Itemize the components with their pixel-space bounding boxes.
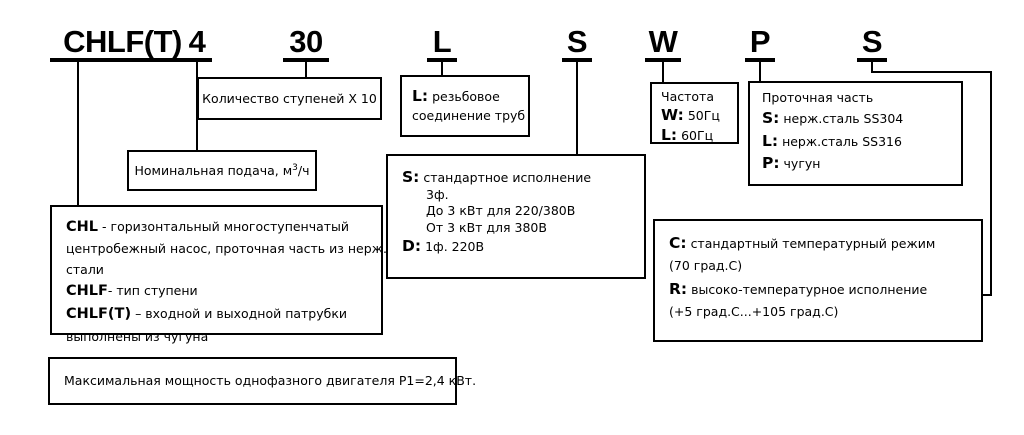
connector-model: [77, 62, 79, 206]
box-flow-text: Номинальная подача, м3/ч: [135, 162, 310, 179]
code-part-stages-label: 30: [289, 24, 323, 59]
box-model-line1: CHL - горизонтальный многоступенчатый: [66, 216, 367, 239]
box-phase-key2: D:: [402, 236, 422, 255]
box-connection-text1: резьбовое: [432, 89, 500, 104]
box-flow-text-post: /ч: [297, 162, 310, 178]
box-phase-line5: D: 1ф. 220В: [402, 236, 630, 256]
code-part-model: CHLF(T): [50, 26, 195, 62]
box-model-line3: стали: [66, 261, 104, 277]
box-model-line5: CHLF(T) – входной и выходной патрубки: [66, 303, 367, 326]
code-part-connection-label: L: [432, 24, 452, 59]
code-part-material: S: [857, 26, 887, 62]
box-model-key1: CHL: [66, 219, 99, 235]
connector-phase: [576, 62, 578, 155]
box-wetend-line3: P: чугун: [762, 152, 949, 174]
box-temperature-line4: (+5 град.С...+105 град.С): [669, 303, 839, 319]
box-model-line6: выполнены из чугуна: [66, 328, 209, 344]
box-wetend-title: Проточная часть: [762, 90, 874, 105]
box-model-text3: – входной и выходной патрубки: [135, 306, 348, 322]
connector-stages: [305, 62, 307, 78]
box-maxpower: Максимальная мощность однофазного двигат…: [48, 357, 476, 405]
code-part-phase-label: S: [566, 24, 588, 59]
box-wetend-text2: нерж.сталь SS316: [782, 133, 902, 149]
box-frequency-key1: W:: [661, 106, 684, 125]
box-temperature-key2: R:: [669, 279, 688, 298]
box-phase-key1: S:: [402, 168, 420, 186]
box-frequency-text1: 50Гц: [687, 108, 720, 124]
box-maxpower-text: Максимальная мощность однофазного двигат…: [64, 373, 477, 389]
code-part-phase: S: [562, 26, 592, 62]
box-flow-sup: 3: [292, 162, 298, 173]
connector-material-seg1: [871, 62, 873, 73]
connector-frequency: [662, 62, 664, 83]
code-part-flow-label: 4: [188, 24, 206, 59]
box-wetend-line2: L: нерж.сталь SS316: [762, 130, 949, 152]
box-temperature-line3: R: высоко-температурное исполнение: [669, 277, 967, 302]
box-frequency-title: Частота: [661, 89, 714, 104]
connector-connection: [441, 62, 443, 76]
code-part-frequency-label: W: [648, 24, 678, 59]
box-phase-line2: 3ф.: [426, 187, 449, 203]
box-model-text2: - тип ступени: [107, 282, 198, 298]
box-connection-key1: L:: [412, 87, 429, 105]
box-wetend-line1: S: нерж.сталь SS304: [762, 107, 949, 129]
box-model-line4: CHLF- тип ступени: [66, 280, 367, 303]
code-part-connection: L: [427, 26, 457, 62]
box-flow-text-pre: Номинальная подача, м: [134, 162, 293, 178]
box-frequency: Частота W: 50Гц L: 60Гц: [650, 82, 739, 144]
box-model: CHL - горизонтальный многоступенчатый це…: [50, 205, 387, 344]
box-connection: L: резьбовое соединение труб: [400, 75, 530, 137]
box-temperature-line1: C: стандартный температурный режим: [669, 231, 967, 256]
connector-wetend: [759, 62, 761, 82]
box-temperature-key1: C:: [669, 234, 687, 252]
box-connection-line1: L: резьбовое: [412, 86, 518, 107]
box-connection-line2: соединение труб: [412, 108, 526, 124]
box-temperature-line2: (70 град.С): [669, 258, 743, 274]
code-part-material-label: S: [861, 24, 883, 59]
box-temperature-text1: стандартный температурный режим: [690, 236, 936, 251]
box-phase-line1: S: стандартное исполнение: [402, 167, 630, 187]
box-model-text1: - горизонтальный многоступенчатый: [102, 219, 350, 234]
box-phase-text2: 1ф. 220В: [425, 238, 485, 254]
box-wetend-key2: L:: [762, 131, 779, 150]
box-temperature: C: стандартный температурный режим (70 г…: [653, 219, 983, 342]
box-stages-text: Количество ступеней Х 10: [202, 90, 377, 106]
box-temperature-text2: высоко-температурное исполнение: [691, 281, 928, 297]
box-wetend-text3: чугун: [783, 156, 821, 172]
box-flow: Номинальная подача, м3/ч: [127, 150, 317, 191]
box-phase-line4: От 3 кВт для 380В: [426, 219, 547, 235]
box-phase: S: стандартное исполнение 3ф. До 3 кВт д…: [386, 154, 646, 279]
box-model-key2: CHLF: [66, 282, 108, 299]
box-wetend-key3: P:: [762, 154, 780, 173]
box-frequency-line1: W: 50Гц: [661, 105, 728, 125]
code-part-frequency: W: [645, 26, 681, 62]
code-part-model-label: CHLF(T): [63, 24, 182, 59]
code-part-stages: 30: [283, 26, 329, 62]
box-model-key3: CHLF(T): [66, 306, 132, 323]
box-frequency-text2: 60Гц: [681, 128, 714, 144]
box-wetend: Проточная часть S: нерж.сталь SS304 L: н…: [748, 81, 963, 186]
box-stages: Количество ступеней Х 10: [197, 77, 382, 120]
box-phase-text1: стандартное исполнение: [423, 170, 592, 185]
box-wetend-text1: нерж.сталь SS304: [783, 111, 904, 127]
code-part-wetend: P: [745, 26, 775, 62]
connector-material-seg2: [871, 71, 992, 73]
connector-material-seg3: [990, 71, 992, 296]
box-frequency-key2: L:: [661, 126, 678, 145]
box-wetend-key1: S:: [762, 109, 780, 128]
box-frequency-line2: L: 60Гц: [661, 125, 728, 145]
code-part-wetend-label: P: [749, 24, 771, 59]
box-model-line2: центробежный насос, проточная часть из н…: [66, 241, 387, 257]
code-part-flow: 4: [182, 26, 212, 62]
box-phase-line3: До 3 кВт для 220/380В: [426, 203, 576, 219]
